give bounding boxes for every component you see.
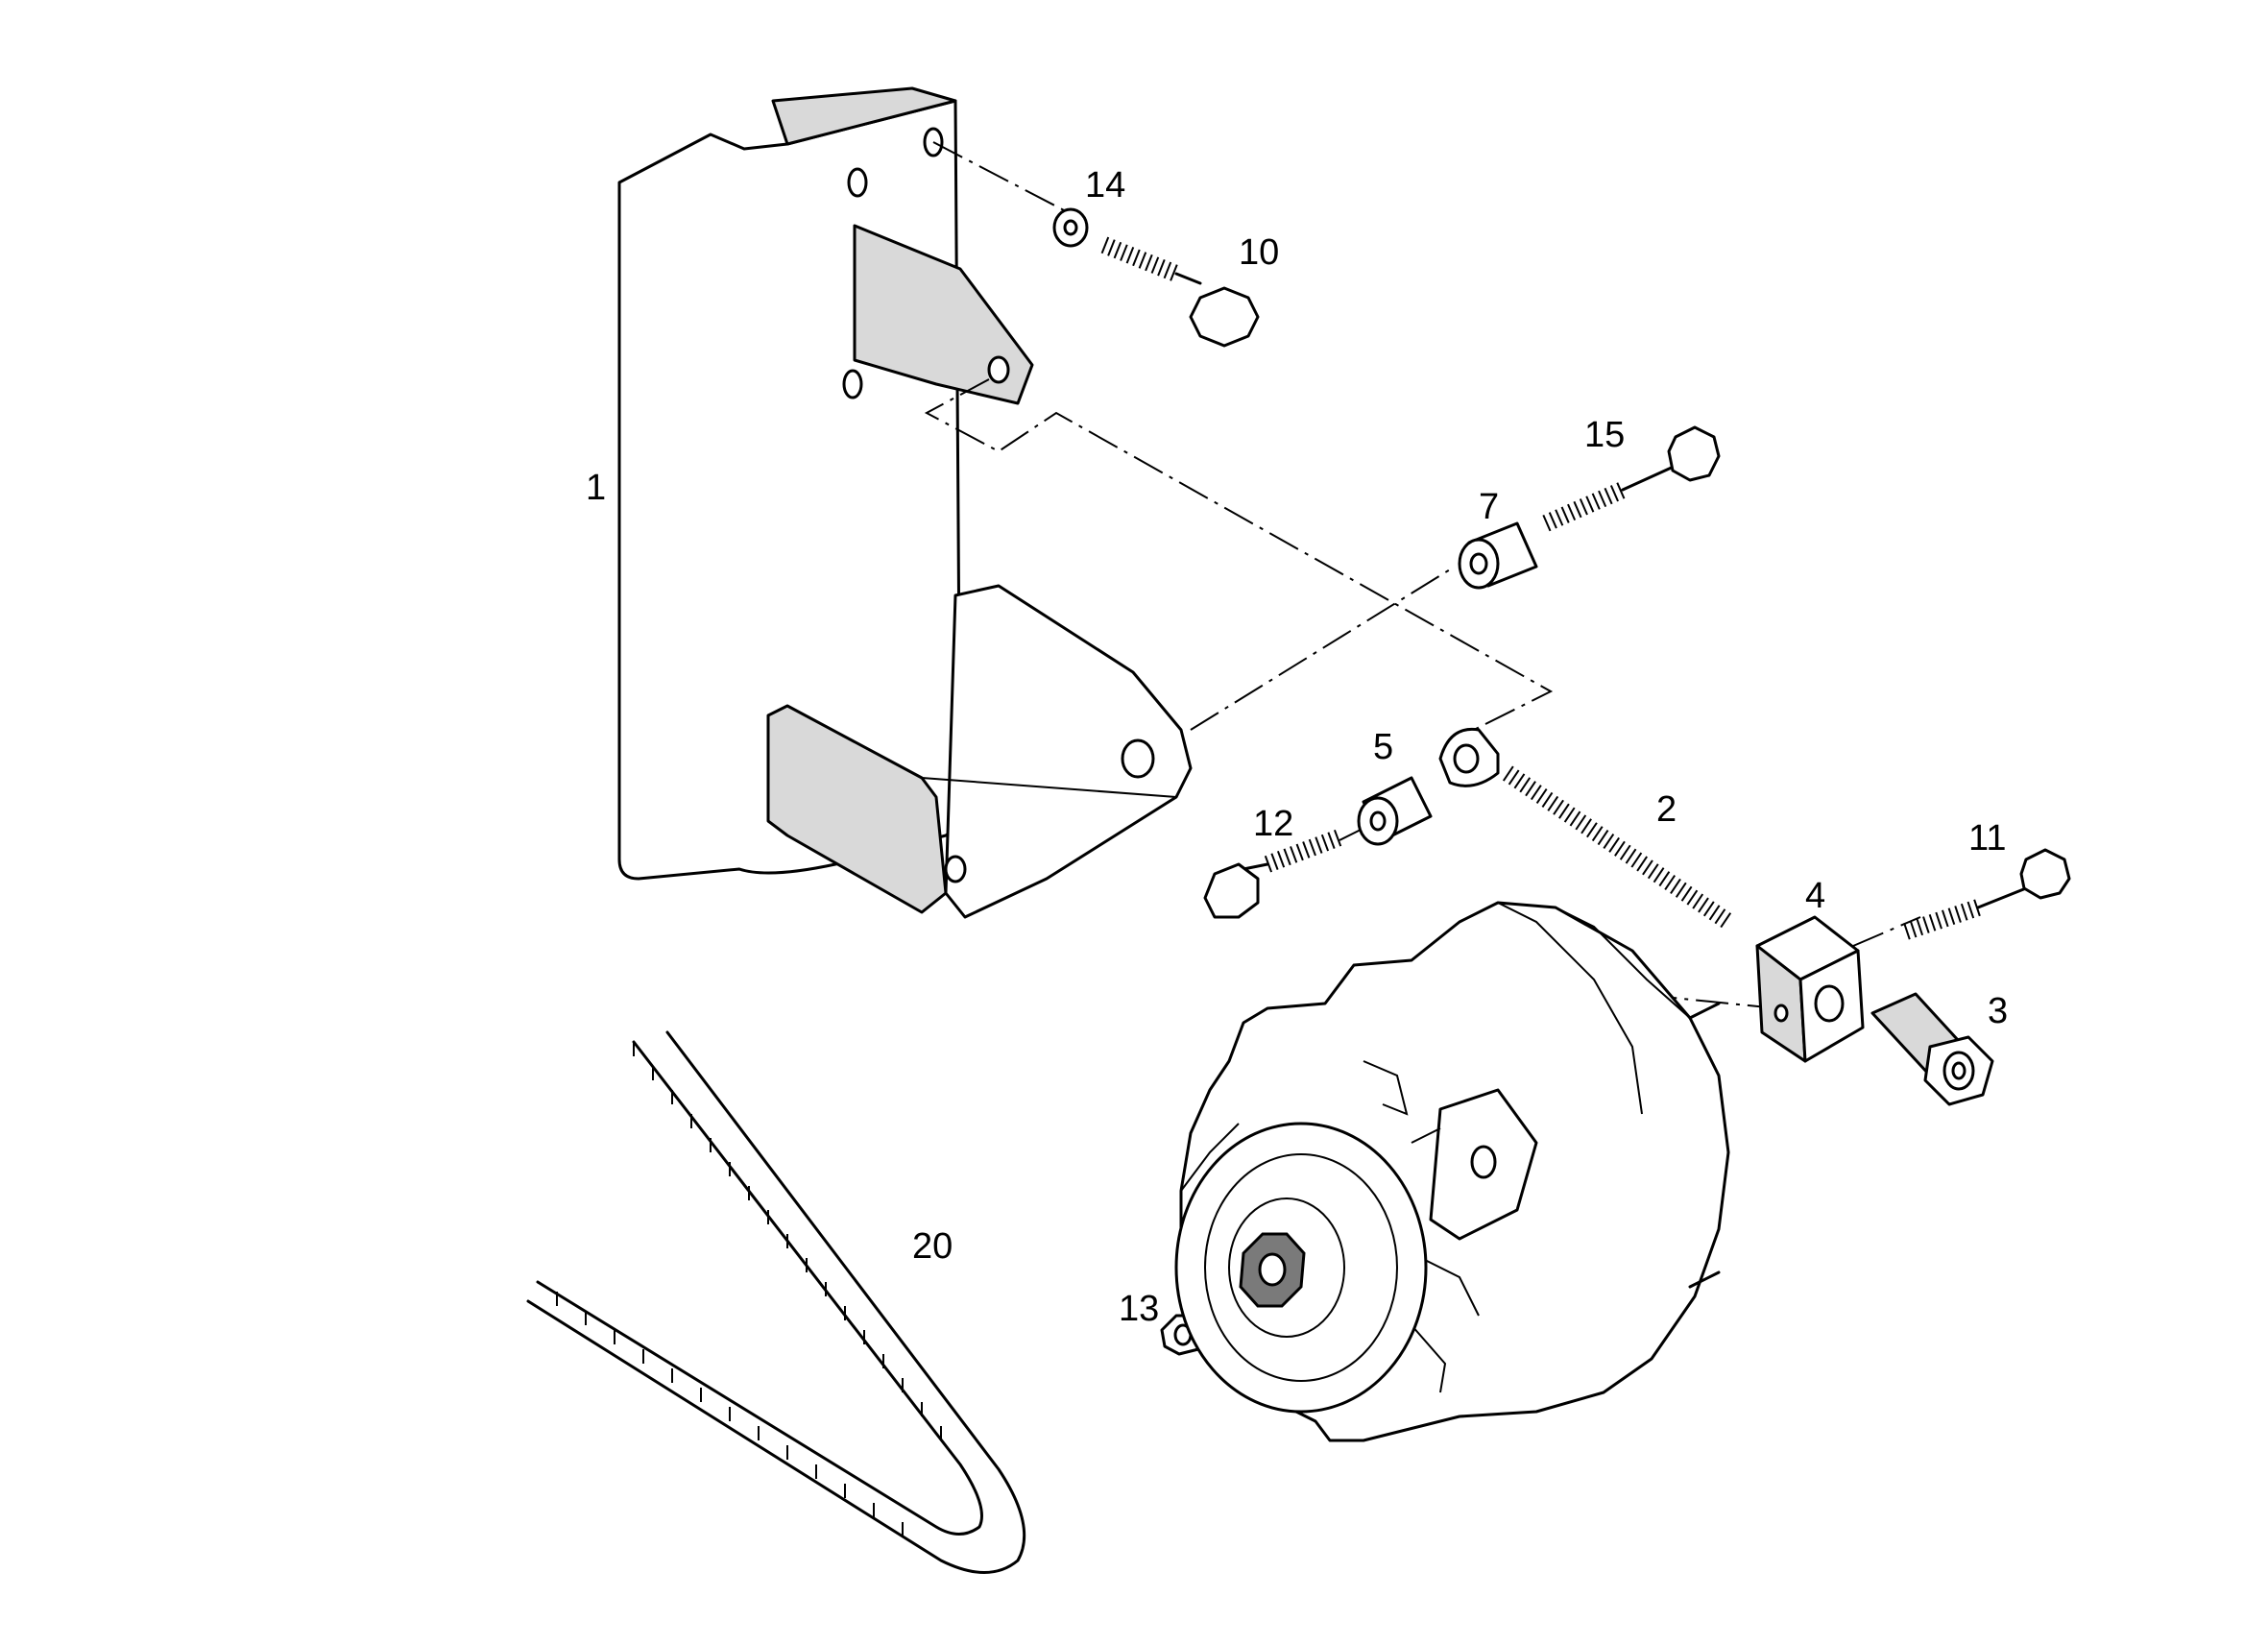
- part-2-adjusting-link: [1438, 727, 1734, 930]
- part-11-long-bolt: [1903, 848, 2071, 940]
- part-10-hex-bolt: [1100, 236, 1260, 348]
- callout-3: 3: [1988, 991, 2008, 1031]
- part-3-fitting: [1870, 992, 1994, 1106]
- callout-11: 11: [1968, 818, 2006, 859]
- part-1-mounting-bracket: [617, 86, 1193, 919]
- callout-1: 1: [586, 468, 606, 508]
- part-12-hex-bolt: [1203, 829, 1343, 919]
- callout-13: 13: [1119, 1289, 1159, 1329]
- callout-7: 7: [1479, 487, 1499, 527]
- alternator: [1174, 901, 1730, 1442]
- part-14-washer: [1052, 207, 1089, 248]
- callout-12: 12: [1253, 804, 1293, 844]
- callout-5: 5: [1373, 727, 1393, 767]
- callout-20: 20: [912, 1226, 953, 1267]
- part-7-bushing: [1458, 521, 1538, 590]
- part-4-square-block: [1755, 915, 1865, 1063]
- callout-15: 15: [1584, 415, 1625, 455]
- callout-10: 10: [1239, 232, 1279, 273]
- callout-14: 14: [1085, 165, 1125, 206]
- part-5-spacer: [1357, 776, 1433, 846]
- callout-labels: 1 2 3 4 5 7 10 11 12 13 14 15 20: [586, 165, 2008, 1329]
- part-15-bolt: [1542, 425, 1721, 532]
- part-20-drive-belt: [526, 1030, 1026, 1574]
- callout-2: 2: [1656, 789, 1677, 830]
- callout-4: 4: [1805, 876, 1825, 916]
